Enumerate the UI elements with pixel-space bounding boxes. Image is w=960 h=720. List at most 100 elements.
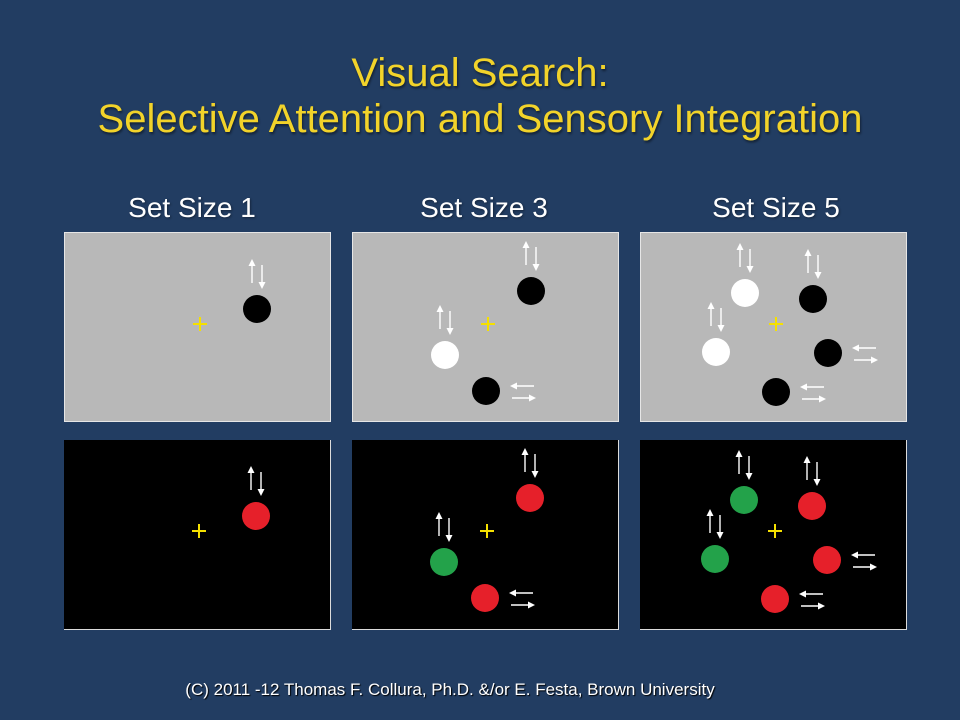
motion-arrow-down [532,247,540,271]
motion-arrow-up [707,302,715,326]
stimulus-dot-red [813,546,841,574]
motion-arrow-down [446,311,454,335]
panel-achromatic-set-1 [64,232,331,422]
stimulus-svg [701,450,877,613]
motion-arrow-right [801,602,825,610]
motion-arrow-down [814,255,822,279]
stimulus-svg [431,241,545,405]
stimulus-dot-red [798,492,826,520]
arrow-head [813,479,821,486]
stimulus-dot-black [517,277,545,305]
stimulus-svg [193,259,271,331]
stimulus-dot-black [799,285,827,313]
motion-arrow-up [248,259,256,283]
motion-arrow-down [258,265,266,289]
title-line-1: Visual Search: [351,51,609,95]
title-line-2: Selective Attention and Sensory Integrat… [97,97,863,141]
arrow-head [521,448,529,455]
arrow-head [819,395,826,403]
arrow-head [803,456,811,463]
motion-arrow-up [804,249,812,273]
stimulus-dot-red [516,484,544,512]
motion-arrow-up [521,448,529,472]
copyright-footer: (C) 2011 -12 Thomas F. Collura, Ph.D. &/… [185,680,715,699]
arrow-head [716,532,724,539]
arrow-head [870,563,877,571]
motion-arrow-left [510,382,534,390]
arrow-head [818,602,825,610]
arrow-head [529,394,536,402]
motion-arrow-left [800,383,824,391]
stimulus-dot-black [814,339,842,367]
motion-arrow-up [522,241,530,265]
motion-arrow-right [802,395,826,403]
arrow-head [706,509,714,516]
motion-arrow-left [799,590,823,598]
motion-arrow-up [435,512,443,536]
arrow-head [814,272,822,279]
arrow-head [736,243,744,250]
motion-arrow-down [746,249,754,273]
panel-chromatic-set-3 [352,440,619,630]
panel-achromatic-set-5 [640,232,907,422]
motion-arrow-left [852,344,876,352]
arrow-head [248,259,256,266]
arrow-head [871,356,878,364]
arrow-head [257,489,265,496]
arrow-head [436,305,444,312]
arrow-head [745,473,753,480]
motion-arrow-up [736,243,744,267]
arrow-head [510,382,517,390]
stimulus-dot-green [730,486,758,514]
motion-arrow-down [531,454,539,478]
motion-arrow-down [813,462,821,486]
motion-arrow-right [853,563,877,571]
arrow-head [528,601,535,609]
stimulus-dot-red [471,584,499,612]
stimulus-svg [192,466,270,538]
motion-arrow-left [509,589,533,597]
stimulus-dot-white [731,279,759,307]
motion-arrow-right [512,394,536,402]
motion-arrow-left [851,551,875,559]
arrow-head [247,466,255,473]
arrow-head [717,325,725,332]
stimulus-dot-red [242,502,270,530]
arrow-head [800,383,807,391]
arrow-head [445,535,453,542]
panel-achromatic-set-3 [352,232,619,422]
motion-arrow-up [706,509,714,533]
arrow-head [746,266,754,273]
stimulus-dot-green [430,548,458,576]
stimulus-dot-white [431,341,459,369]
arrow-head [522,241,530,248]
label-set-size-5: Set Size 5 [712,192,840,223]
arrow-head [258,282,266,289]
motion-arrow-down [257,472,265,496]
label-set-size-1: Set Size 1 [128,192,256,223]
stimulus-svg [430,448,544,612]
stimulus-dot-black [472,377,500,405]
arrow-head [532,264,540,271]
motion-arrow-up [436,305,444,329]
stimulus-dot-black [762,378,790,406]
panel-chromatic-set-1 [64,440,331,630]
stimulus-svg [702,243,878,406]
motion-arrow-up [803,456,811,480]
arrow-head [735,450,743,457]
slide-title: Visual Search: Selective Attention and S… [0,50,960,142]
arrow-head [531,471,539,478]
stimulus-dot-red [761,585,789,613]
motion-arrow-down [717,308,725,332]
stimulus-dot-white [702,338,730,366]
motion-arrow-down [445,518,453,542]
arrow-head [852,344,859,352]
arrow-head [509,589,516,597]
arrow-head [435,512,443,519]
arrow-head [799,590,806,598]
motion-arrow-down [716,515,724,539]
stimulus-dot-green [701,545,729,573]
motion-arrow-down [745,456,753,480]
motion-arrow-right [854,356,878,364]
panel-chromatic-set-5 [640,440,907,630]
